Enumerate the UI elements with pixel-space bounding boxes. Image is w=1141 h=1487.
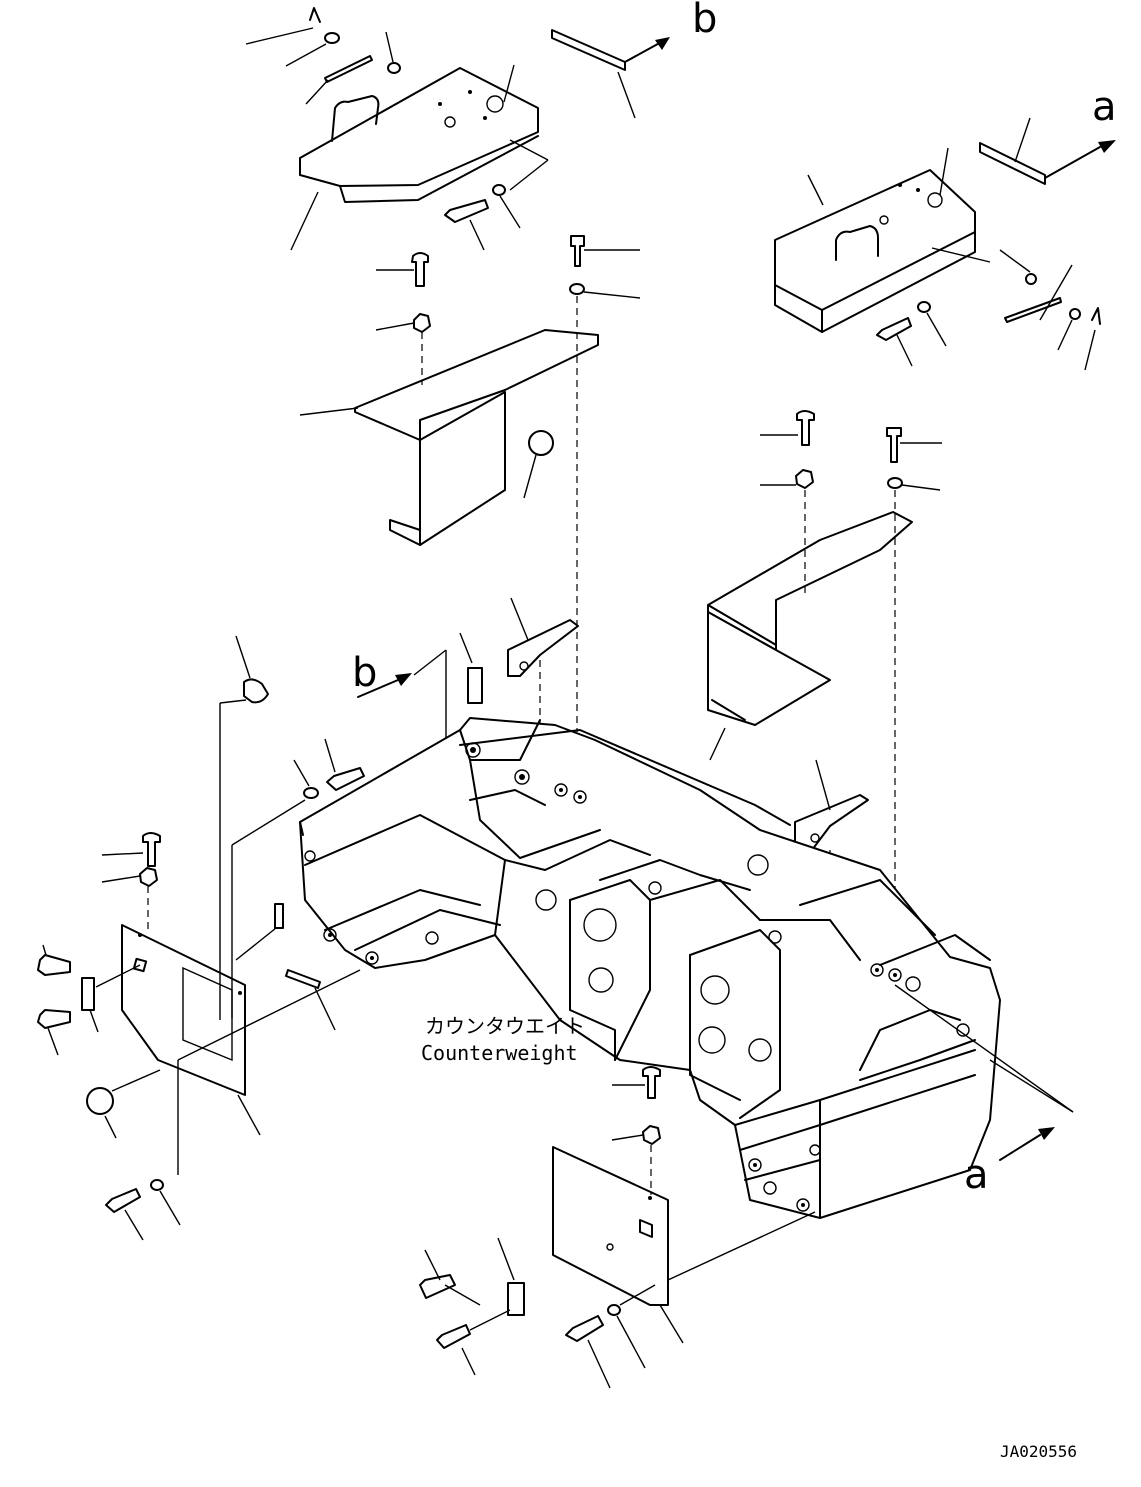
counterweight-body [299, 717, 1001, 1219]
bracket-right [707, 511, 913, 761]
view-mark-a-bottom: a [894, 984, 1074, 1198]
bracket-left [299, 329, 599, 546]
fasteners-mid-left [375, 235, 641, 732]
fasteners-panel-bottom [419, 1066, 661, 1389]
strip-a: a [979, 84, 1117, 185]
panel-bottom [552, 1146, 816, 1344]
cover-left [299, 67, 539, 203]
fasteners-top-right [876, 247, 1101, 371]
view-mark-a-bottom-label: a [964, 1152, 989, 1198]
caption-japanese: カウンタウエイト [425, 1014, 585, 1038]
fasteners-panel-left [37, 635, 365, 1241]
cover-right [774, 147, 976, 333]
fasteners-top-left [245, 7, 549, 251]
caption-english: Counterweight [421, 1041, 578, 1065]
strip-b: b [551, 0, 717, 119]
view-mark-b-mid-label: b [352, 650, 377, 696]
view-mark-a-top: a [1092, 84, 1117, 130]
drawing-number: JA020556 [1000, 1442, 1077, 1461]
panel-left [86, 924, 261, 1139]
view-mark-b-top: b [692, 0, 717, 42]
